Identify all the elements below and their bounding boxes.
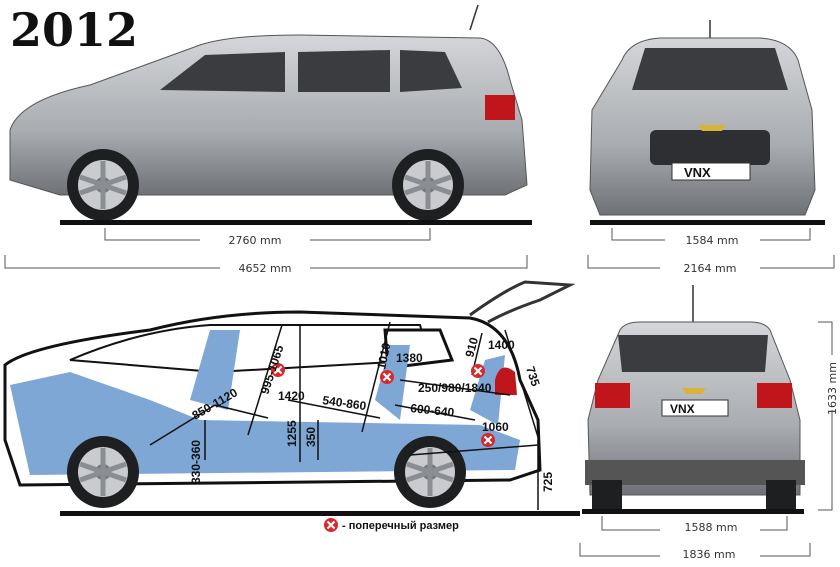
ground-line-front — [590, 220, 825, 225]
interior-measure-lines — [149, 321, 539, 510]
cargo-width-label: 1060 — [482, 420, 509, 434]
front-view-car: VNX — [589, 20, 816, 216]
rear-plate: VNX — [670, 402, 695, 416]
cross-dimension-marker — [378, 368, 396, 386]
ground-line — [60, 220, 532, 225]
second-row-width-label: 1380 — [396, 351, 423, 365]
third-row-width-label: 1400 — [488, 338, 515, 352]
front-wheel — [67, 149, 139, 221]
second-row-legroom-label: 540-860 — [322, 393, 368, 413]
third-row-legroom-label: 600-640 — [410, 401, 456, 420]
front-width-label: 1420 — [278, 389, 305, 403]
interior-height-label: 1255 — [285, 420, 299, 447]
open-tailgate — [469, 280, 576, 324]
dimension-lines-rear — [579, 321, 833, 557]
rear-taillight-left — [595, 383, 630, 408]
antenna — [469, 4, 479, 31]
dimension-lines-top — [4, 228, 835, 269]
cutaway-front-wheel — [67, 436, 139, 508]
cutaway-rear-wheel — [394, 436, 466, 508]
cross-dimension-marker — [479, 431, 497, 449]
front-track-label: 1584 mm — [686, 234, 739, 247]
width-label: 1836 mm — [683, 548, 736, 561]
side-view-car — [9, 4, 528, 221]
tailgate-height-label: 735 — [523, 365, 543, 389]
wheelbase-label: 2760 mm — [229, 234, 282, 247]
rear-chevrolet-logo — [682, 388, 706, 394]
front-plate: VNX — [684, 165, 711, 180]
width-mirrors-label: 2164 mm — [684, 262, 737, 275]
cutaway-car — [3, 280, 576, 508]
cross-dimension-marker — [469, 362, 487, 380]
pedal-height-label: 330-360 — [189, 440, 203, 484]
rear-view-car: VNX — [585, 285, 805, 510]
legend-cross-icon — [322, 516, 340, 534]
rear-track-label: 1588 mm — [685, 521, 738, 534]
year-title: 2012 — [10, 3, 138, 57]
length-label: 4652 mm — [239, 262, 292, 275]
rear-wheel — [392, 149, 464, 221]
legend-text: - поперечный размер — [342, 520, 459, 532]
rear-taillight-right — [757, 383, 792, 408]
chevrolet-logo — [698, 125, 726, 131]
height-label: 1633 mm — [826, 362, 839, 415]
seat-height-label: 350 — [304, 427, 318, 447]
taillight — [485, 95, 515, 120]
second-row-headroom-label: 1010 — [374, 341, 393, 370]
cargo-length-label: 250/980/1840 — [418, 381, 492, 395]
ground-line-rear — [582, 509, 804, 514]
load-height-label: 725 — [541, 472, 555, 492]
third-row-headroom-label: 910 — [462, 335, 481, 358]
ground-line-bottom — [60, 511, 580, 516]
